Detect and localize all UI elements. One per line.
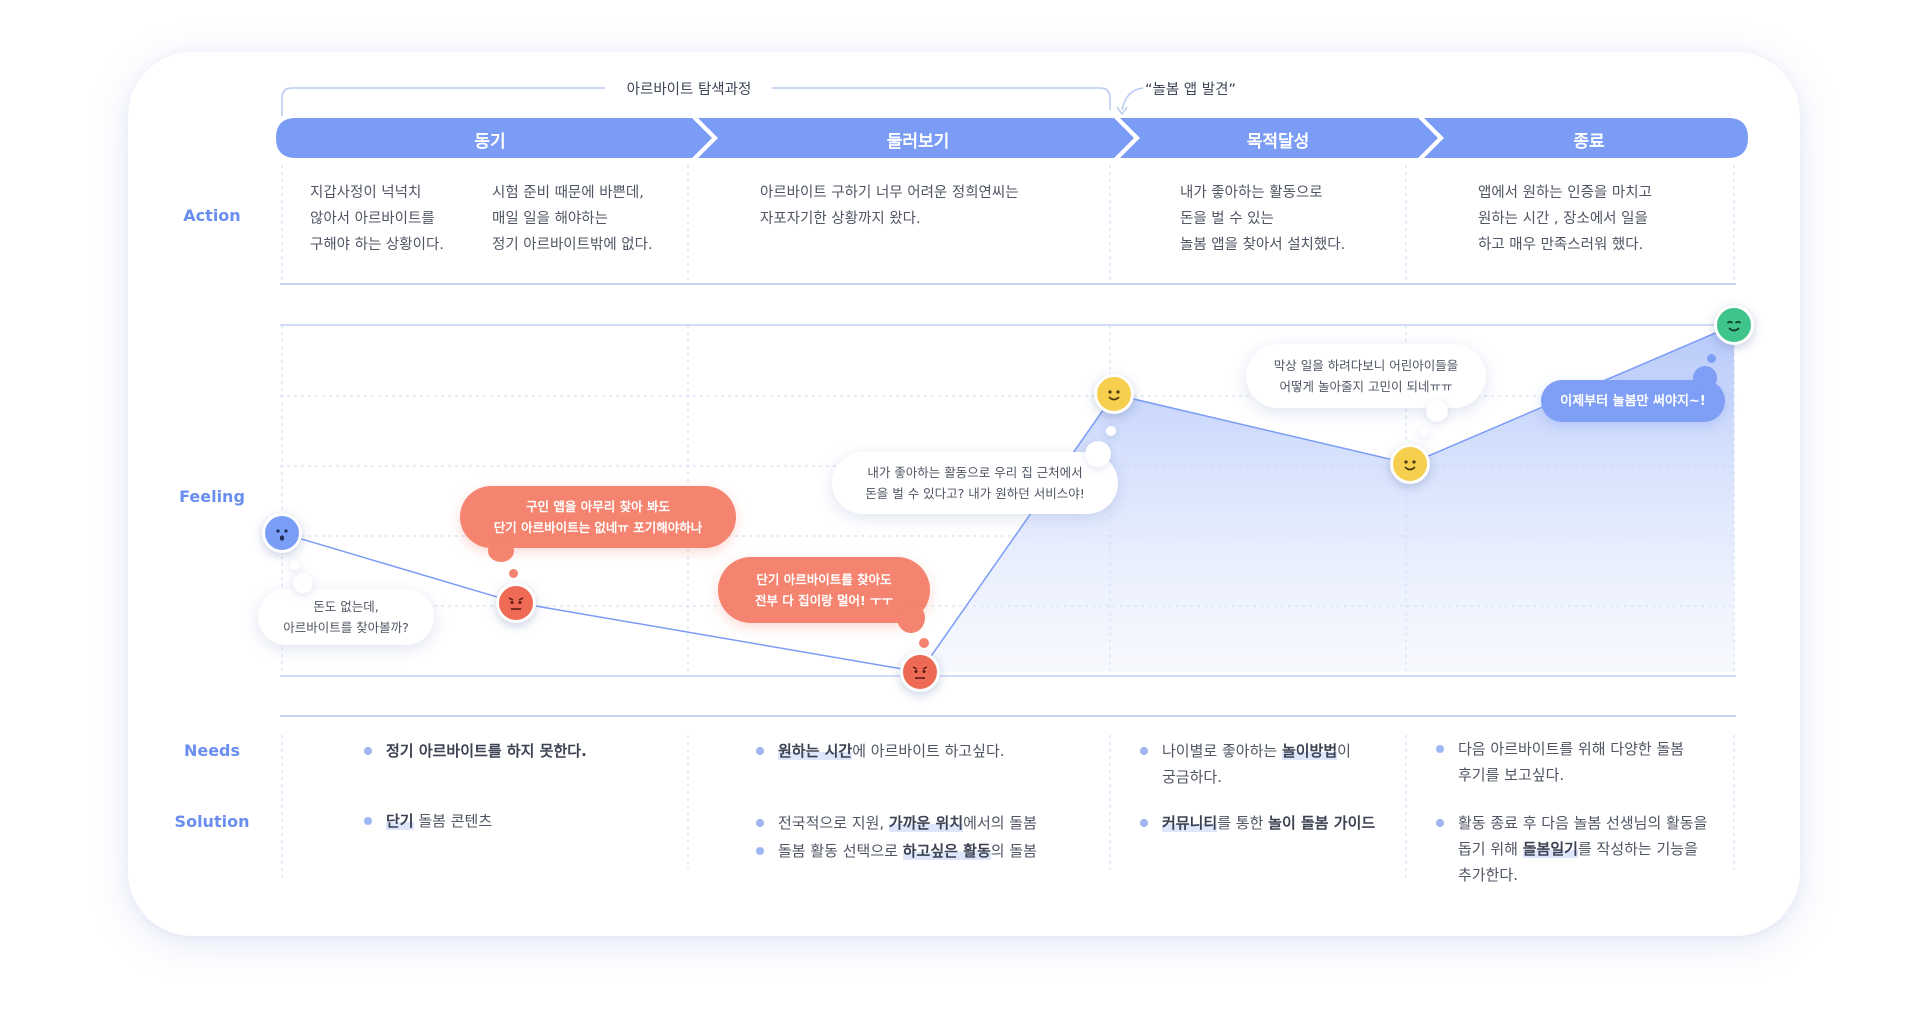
worried-face-icon bbox=[262, 513, 302, 554]
exploration-bracket bbox=[281, 87, 1111, 116]
happy-face-icon bbox=[1094, 374, 1134, 415]
row-label-feeling: Feeling bbox=[179, 487, 245, 506]
discovery-label: “놀봄 앱 발견” bbox=[1145, 82, 1236, 98]
phase-label-motive: 동기 bbox=[474, 132, 506, 152]
discovery-pointer bbox=[1121, 87, 1144, 111]
feeling-line bbox=[281, 324, 1735, 673]
row-label-action: Action bbox=[183, 206, 241, 225]
happy-face-icon bbox=[1390, 443, 1430, 484]
phase-label-achieve: 목적달성 bbox=[1246, 132, 1310, 152]
sad-face-icon bbox=[496, 582, 536, 623]
exploration-label: 아르바이트 탐색과정 bbox=[606, 78, 772, 99]
feeling-bubble-1: 돈도 없는데,아르바이트를 찾아볼까? bbox=[258, 589, 434, 645]
phase-arrow-motive bbox=[276, 118, 712, 158]
phase-label-end: 종료 bbox=[1573, 132, 1605, 152]
feeling-area bbox=[920, 325, 1734, 672]
phase-label-browse: 둘러보기 bbox=[886, 132, 950, 152]
phase-arrow-end bbox=[1424, 118, 1748, 158]
row-label-needs: Needs bbox=[183, 741, 241, 760]
phase-arrow-browse bbox=[698, 118, 1134, 158]
delighted-face-icon bbox=[1714, 305, 1754, 345]
feeling-bubble-6: 이제부터 놀봄만 써야지~! bbox=[1541, 380, 1725, 422]
row-label-solution: Solution bbox=[174, 812, 250, 831]
sad-face-icon bbox=[900, 652, 940, 692]
phase-arrow-achieve bbox=[1120, 118, 1438, 158]
